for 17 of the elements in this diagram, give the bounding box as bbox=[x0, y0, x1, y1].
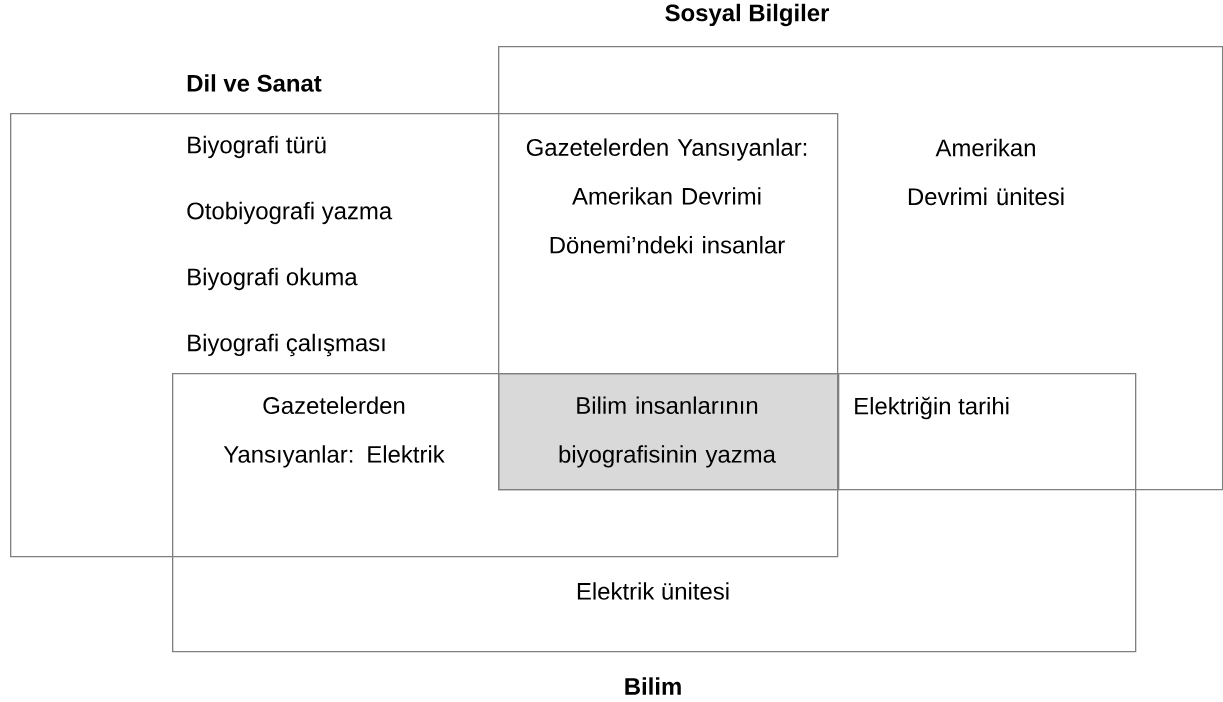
list-item: Biyografi okuma bbox=[188, 267, 358, 291]
set-heading: Dil ve Sanat bbox=[187, 74, 322, 92]
set-box bbox=[498, 46, 1223, 491]
set-heading: Sosyal Bilgiler bbox=[665, 3, 829, 27]
set-box bbox=[10, 113, 839, 558]
set-text: Amerikan Devrimi ünitesi bbox=[908, 138, 1064, 206]
set-heading: Bilim bbox=[625, 677, 681, 695]
list-item: Biyografi çalışması bbox=[188, 333, 385, 357]
list-item: Otobiyografi yazma bbox=[187, 201, 393, 225]
overlap-text: Gazetelerden Yansıyanlar: Amerikan Devrimi Dönemi’ndeki insanlar bbox=[526, 138, 807, 254]
set-box bbox=[172, 373, 1137, 653]
overlap-text: Gazetelerden Yansıyanlar: Elektrik bbox=[223, 396, 445, 468]
overlap-text: Elektriğin tarihi bbox=[855, 396, 1009, 420]
overlap-box bbox=[498, 373, 840, 491]
overlap-text: Bilim insanlarının biyografisinin yazma bbox=[559, 396, 776, 468]
list-item: Biyografi türü bbox=[188, 135, 326, 159]
set-text: Elektrik ünitesi bbox=[577, 582, 729, 600]
